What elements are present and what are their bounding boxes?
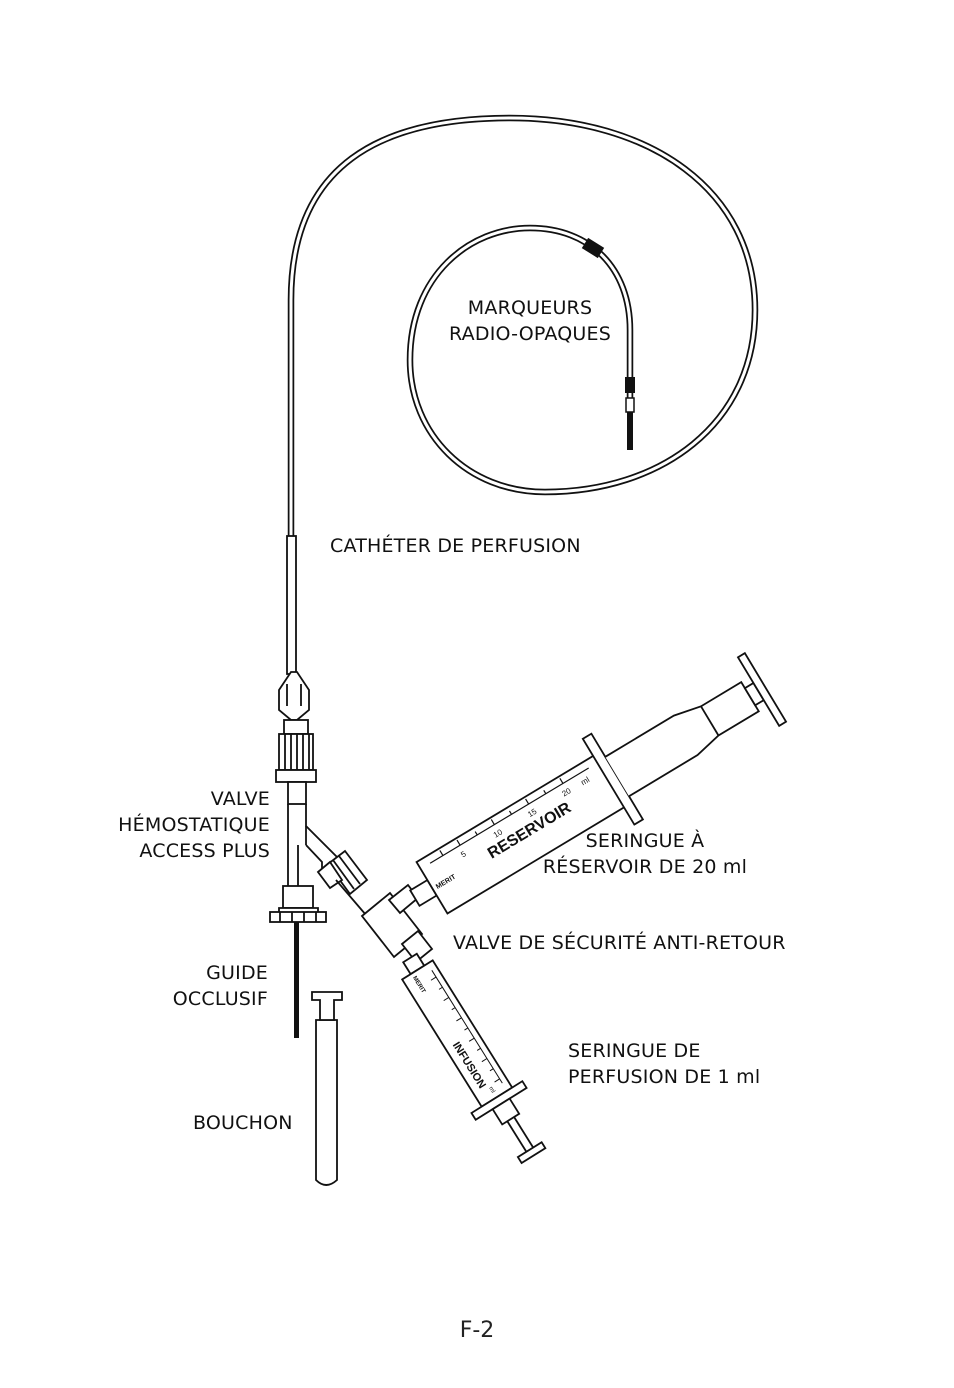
cap-label: BOUCHON: [193, 1112, 293, 1134]
valve-label: VALVE HÉMOSTATIQUE ACCESS PLUS: [60, 786, 270, 864]
reservoir-tick-5: 5: [459, 849, 468, 859]
radiopaque-markers: [581, 237, 635, 450]
valve-label-line3: ACCESS PLUS: [139, 840, 270, 862]
reservoir-syringe: MERIT RESERVOIR 5 10 15 20 ml: [408, 651, 788, 915]
guide-label: GUIDE OCCLUSIF: [100, 960, 268, 1012]
occluding-guide-wire: [294, 922, 299, 1038]
check-valve-label: VALVE DE SÉCURITÉ ANTI-RETOUR: [453, 932, 786, 954]
catheter-proximal-shaft: [286, 535, 297, 675]
infusion-syringe: MERIT INFUSION ml: [400, 952, 547, 1165]
valve-label-line2: HÉMOSTATIQUE: [118, 814, 270, 836]
markers-label-line1: MARQUEURS: [467, 297, 593, 319]
markers-label-line2: RADIO-OPAQUES: [449, 323, 611, 345]
infusion-unit: ml: [487, 1086, 495, 1095]
reservoir-syringe-label-line2: RÉSERVOIR DE 20 ml: [542, 856, 748, 878]
infusion-syringe-label-line1: SERINGUE DE: [568, 1040, 701, 1062]
guidewire-tip: [627, 412, 633, 450]
markers-label: MARQUEURS RADIO-OPAQUES: [430, 295, 630, 347]
page-number: F-2: [459, 1318, 495, 1343]
reservoir-syringe-label-line1: SERINGUE À: [585, 830, 705, 852]
marker-band-2: [625, 377, 635, 393]
guide-label-line1: GUIDE: [206, 962, 268, 984]
infusion-catheter: [287, 114, 759, 544]
cap: [311, 991, 343, 1186]
infusion-syringe-label-line2: PERFUSION DE 1 ml: [568, 1066, 761, 1088]
hemostatic-valve: [269, 671, 369, 923]
guide-label-line2: OCCLUSIF: [172, 988, 268, 1010]
catheter-label: CATHÉTER DE PERFUSION: [330, 535, 581, 557]
reservoir-syringe-label: SERINGUE À RÉSERVOIR DE 20 ml: [540, 828, 750, 880]
valve-label-line1: VALVE: [210, 788, 270, 810]
marker-band-1: [581, 237, 605, 259]
infusion-syringe-label: SERINGUE DE PERFUSION DE 1 ml: [568, 1038, 760, 1090]
